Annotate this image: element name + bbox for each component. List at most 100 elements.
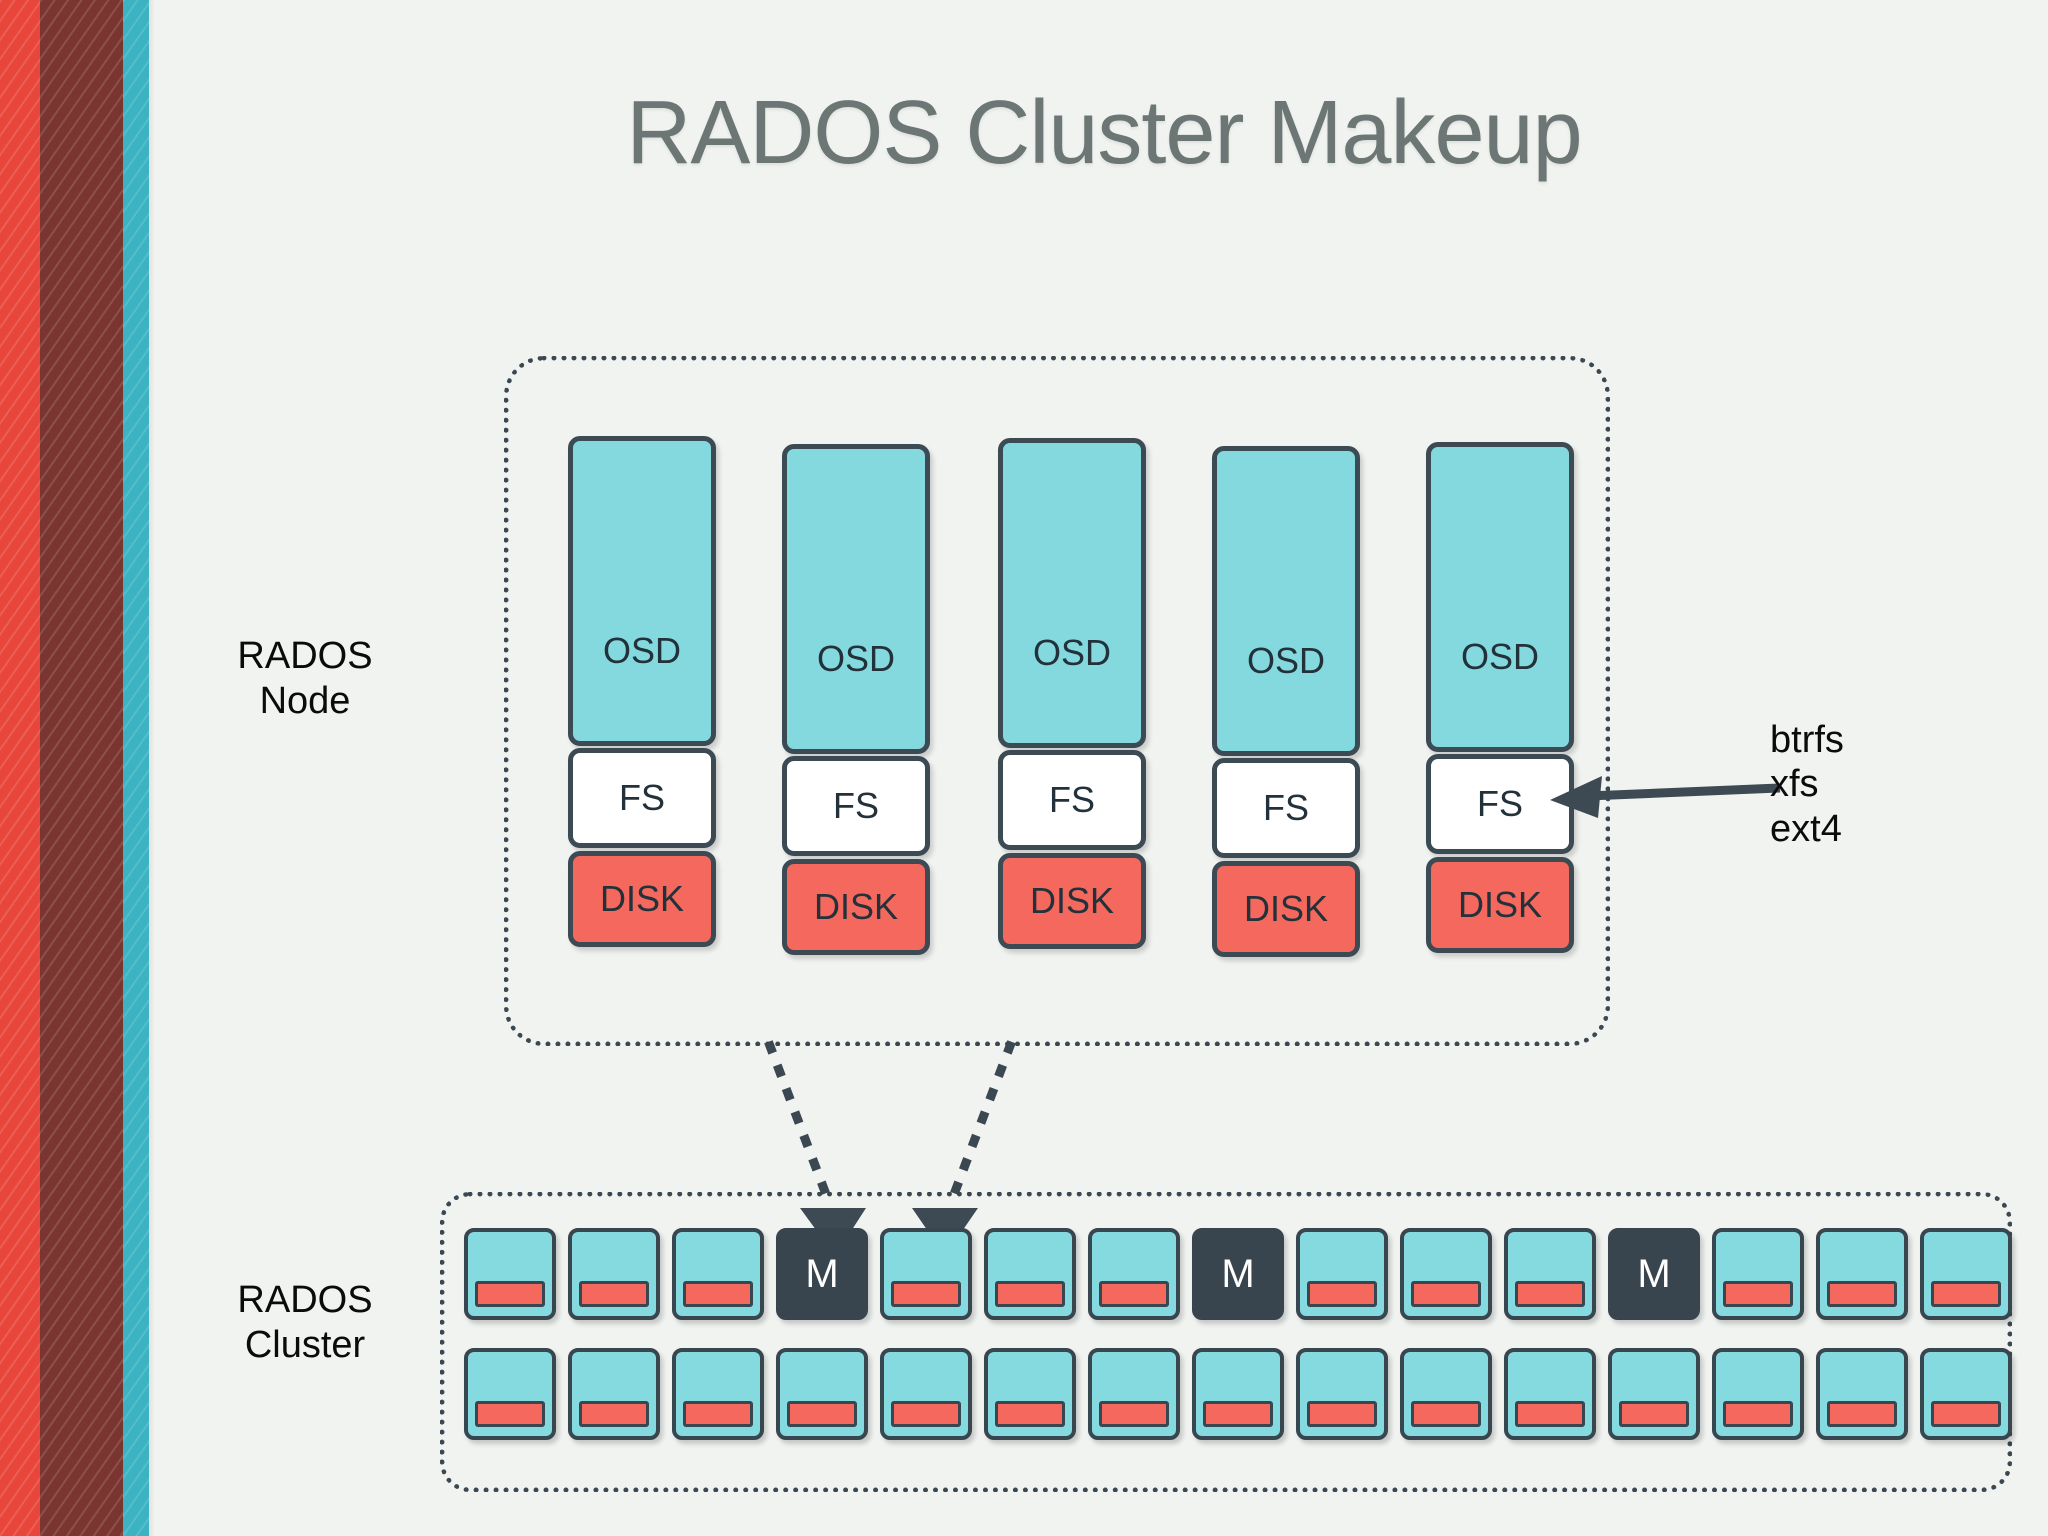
- cluster-node-disk-bar: [475, 1401, 545, 1427]
- filesystem-annotation-line1: btrfs: [1770, 719, 1844, 761]
- cluster-osd-node[interactable]: [880, 1348, 972, 1440]
- page-title: RADOS Cluster Makeup: [626, 83, 1582, 183]
- cluster-node-disk-bar: [1827, 1401, 1897, 1427]
- cluster-osd-node[interactable]: [1920, 1228, 2012, 1320]
- cluster-osd-node[interactable]: [672, 1228, 764, 1320]
- osd-box-4[interactable]: OSD: [1212, 446, 1360, 756]
- cluster-osd-node[interactable]: [1088, 1228, 1180, 1320]
- disk-box-1[interactable]: DISK: [568, 851, 716, 947]
- osd-box-3-label: OSD: [1032, 632, 1111, 673]
- cluster-node-disk-bar: [1619, 1401, 1689, 1427]
- cluster-osd-node[interactable]: [672, 1348, 764, 1440]
- cluster-node-disk-bar: [1307, 1401, 1377, 1427]
- cluster-row-2: [464, 1348, 2012, 1440]
- cluster-monitor-node[interactable]: M: [1192, 1228, 1284, 1320]
- cluster-monitor-node[interactable]: M: [1608, 1228, 1700, 1320]
- osd-stack-1: OSD FS DISK: [568, 436, 716, 947]
- fs-box-5-label: FS: [1476, 783, 1523, 824]
- osd-stack-5: OSD FS DISK: [1426, 442, 1574, 953]
- cluster-monitor-node[interactable]: M: [776, 1228, 868, 1320]
- fs-box-3-label: FS: [1048, 779, 1095, 820]
- osd-box-4-label: OSD: [1246, 640, 1325, 681]
- rados-node-label: RADOS Node: [150, 634, 460, 724]
- cluster-osd-node[interactable]: [880, 1228, 972, 1320]
- cluster-monitor-label: M: [1221, 1251, 1255, 1296]
- stripe-edge-shadow: [149, 0, 155, 1536]
- cluster-node-disk-bar: [1411, 1281, 1481, 1307]
- filesystem-annotation-line3: ext4: [1770, 807, 1842, 850]
- rados-node-label-line1: RADOS: [237, 635, 373, 677]
- cluster-monitor-label: M: [805, 1251, 839, 1296]
- disk-box-4[interactable]: DISK: [1212, 861, 1360, 957]
- maroon-stripe: [40, 0, 123, 1536]
- cluster-osd-node[interactable]: [464, 1228, 556, 1320]
- cluster-osd-node[interactable]: [1712, 1348, 1804, 1440]
- cluster-osd-node[interactable]: [1296, 1228, 1388, 1320]
- cluster-node-disk-bar: [995, 1281, 1065, 1307]
- cluster-osd-node[interactable]: [1712, 1228, 1804, 1320]
- cluster-node-disk-bar: [1411, 1401, 1481, 1427]
- cluster-node-disk-bar: [1827, 1281, 1897, 1307]
- cluster-node-disk-bar: [1723, 1281, 1793, 1307]
- cluster-osd-node[interactable]: [1192, 1348, 1284, 1440]
- cluster-osd-node[interactable]: [1816, 1348, 1908, 1440]
- cluster-osd-node[interactable]: [1920, 1348, 2012, 1440]
- fs-box-1[interactable]: FS: [568, 748, 716, 848]
- cluster-node-disk-bar: [891, 1401, 961, 1427]
- cluster-osd-node[interactable]: [568, 1348, 660, 1440]
- teal-stripe: [123, 0, 149, 1536]
- fs-box-4[interactable]: FS: [1212, 758, 1360, 858]
- cluster-osd-node[interactable]: [1088, 1348, 1180, 1440]
- disk-box-5[interactable]: DISK: [1426, 857, 1574, 953]
- cluster-node-disk-bar: [683, 1281, 753, 1307]
- filesystem-callout-arrow-icon: [1550, 776, 1781, 818]
- disk-box-4-label: DISK: [1243, 888, 1329, 929]
- cluster-osd-node[interactable]: [776, 1348, 868, 1440]
- cluster-osd-node[interactable]: [1296, 1348, 1388, 1440]
- cluster-osd-node[interactable]: [1816, 1228, 1908, 1320]
- osd-box-2-label: OSD: [816, 638, 895, 679]
- cluster-node-disk-bar: [995, 1401, 1065, 1427]
- fs-box-3[interactable]: FS: [998, 750, 1146, 850]
- fs-box-2[interactable]: FS: [782, 756, 930, 856]
- cluster-osd-node[interactable]: [464, 1348, 556, 1440]
- rados-cluster-boundary: [440, 1192, 2012, 1492]
- cluster-node-disk-bar: [1307, 1281, 1377, 1307]
- rados-node-boundary: [504, 356, 1610, 1046]
- cluster-osd-node[interactable]: [568, 1228, 660, 1320]
- osd-box-3[interactable]: OSD: [998, 438, 1146, 748]
- disk-box-5-label: DISK: [1457, 884, 1543, 925]
- cluster-node-disk-bar: [1203, 1401, 1273, 1427]
- filesystem-annotation-line2: xfs: [1770, 763, 1819, 806]
- osd-box-5[interactable]: OSD: [1426, 442, 1574, 752]
- cluster-node-disk-bar: [891, 1281, 961, 1307]
- cluster-osd-node[interactable]: [1400, 1348, 1492, 1440]
- cluster-osd-node[interactable]: [1400, 1228, 1492, 1320]
- disk-box-3[interactable]: DISK: [998, 853, 1146, 949]
- disk-box-1-label: DISK: [599, 878, 685, 919]
- cluster-osd-node[interactable]: [984, 1348, 1076, 1440]
- cluster-node-disk-bar: [1099, 1281, 1169, 1307]
- cluster-node-disk-bar: [787, 1401, 857, 1427]
- osd-stack-2: OSD FS DISK: [782, 444, 930, 955]
- cluster-osd-node[interactable]: [1504, 1228, 1596, 1320]
- disk-box-2[interactable]: DISK: [782, 859, 930, 955]
- osd-box-1[interactable]: OSD: [568, 436, 716, 746]
- fs-box-5[interactable]: FS: [1426, 754, 1574, 854]
- osd-box-2[interactable]: OSD: [782, 444, 930, 754]
- cluster-node-disk-bar: [1515, 1401, 1585, 1427]
- rados-cluster-label-line2: Cluster: [244, 1323, 366, 1366]
- cluster-osd-node[interactable]: [984, 1228, 1076, 1320]
- cluster-osd-node[interactable]: [1504, 1348, 1596, 1440]
- osd-box-1-label: OSD: [602, 630, 681, 671]
- filesystem-annotation: btrfs xfs ext4: [1770, 718, 1844, 851]
- fs-box-4-label: FS: [1262, 787, 1309, 828]
- rados-cluster-label: RADOS Cluster: [150, 1278, 460, 1368]
- cluster-osd-node[interactable]: [1608, 1348, 1700, 1440]
- cluster-node-disk-bar: [1931, 1401, 2001, 1427]
- cluster-node-disk-bar: [1723, 1401, 1793, 1427]
- cluster-monitor-label: M: [1637, 1251, 1671, 1296]
- osd-stack-4: OSD FS DISK: [1212, 446, 1360, 957]
- cluster-node-disk-bar: [579, 1401, 649, 1427]
